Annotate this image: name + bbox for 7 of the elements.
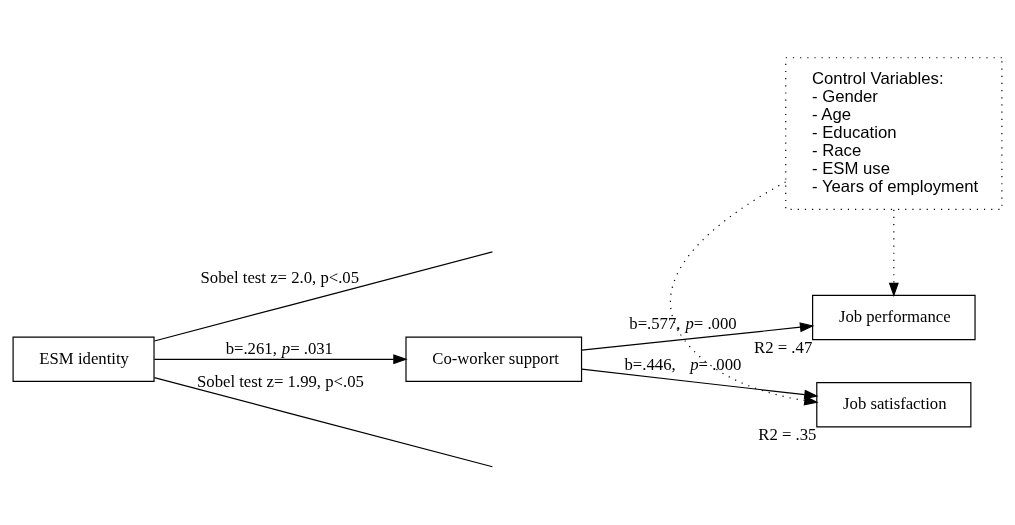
node-label: R2 = .35	[758, 425, 817, 445]
node-label: R2 = .47	[754, 337, 813, 357]
edge-label: Sobel test z= 2.0, p<.05	[200, 268, 360, 288]
edge-label: b=.261, p= .031	[225, 338, 333, 358]
edge-label: b=.446, p= .000	[624, 355, 742, 375]
edge-label: Sobel test z= 1.99, p<.05	[197, 372, 364, 392]
edge-label: b=.577, p= .000	[629, 313, 737, 333]
